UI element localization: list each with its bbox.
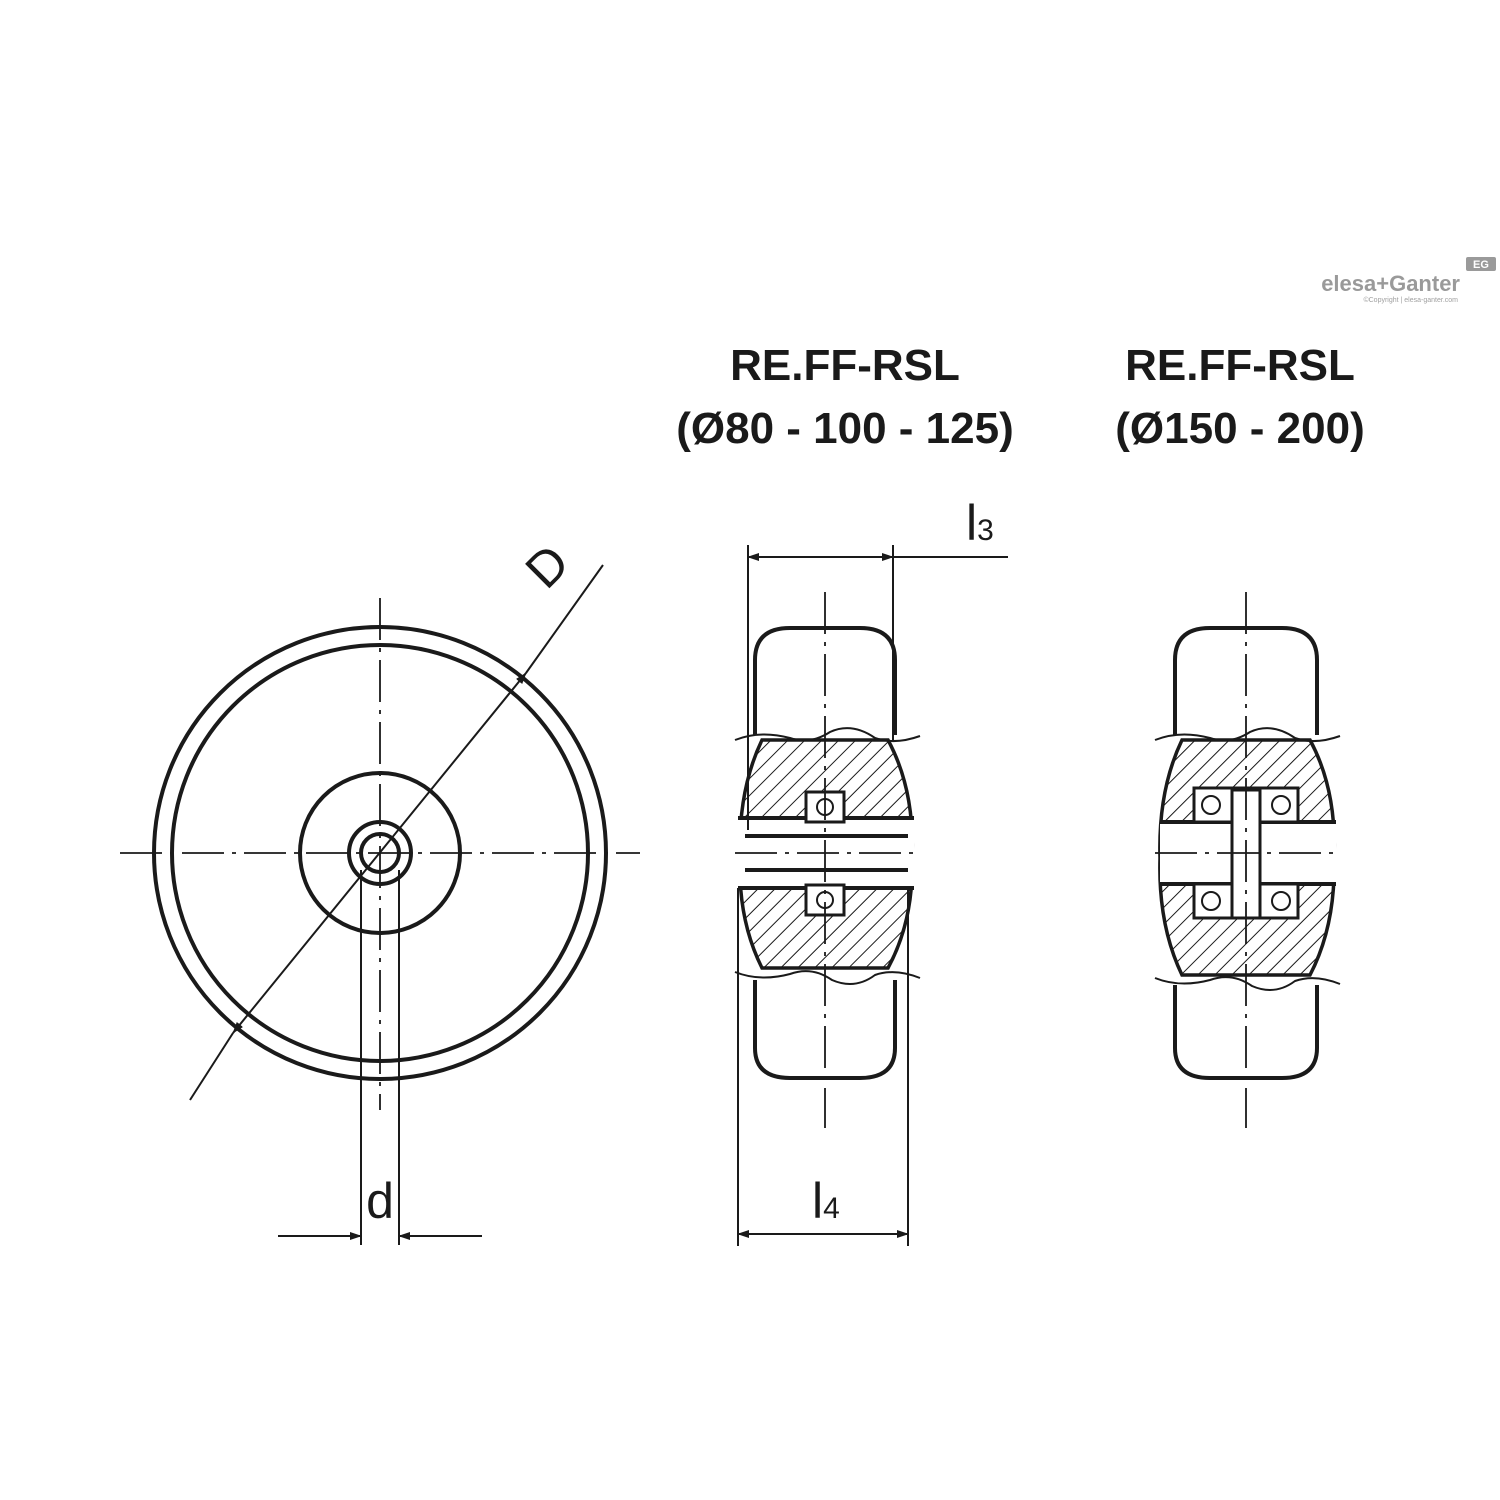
logo-badge-text: EG — [1473, 259, 1489, 271]
small-tire-break-bottom — [734, 970, 921, 985]
dimension-label-d: d — [366, 1173, 394, 1229]
dimension-label-l4: l4 — [812, 1173, 840, 1229]
large-bearing-bottom-ball-left — [1201, 891, 1221, 911]
small-wheel-title-line2: (Ø80 - 100 - 125) — [676, 404, 1014, 453]
diameter-line-ext-bottom — [189, 1032, 234, 1101]
dimension-label-D: D — [515, 534, 580, 599]
large-tire-break-bottom — [1154, 976, 1341, 991]
logo-copyright: ©Copyright | elesa-ganter.com — [1363, 296, 1458, 304]
large-bearing-top-ball-right — [1271, 795, 1291, 815]
front-view: d D — [120, 534, 640, 1245]
large-bearing-top-ball-left — [1201, 795, 1221, 815]
large-wheel-title-line2: (Ø150 - 200) — [1115, 404, 1364, 453]
small-bearing-bottom — [804, 883, 846, 917]
logo-brand-text: elesa+Ganter — [1321, 271, 1460, 296]
side-view-large-wheel — [1154, 592, 1341, 1128]
brand-logo: elesa+Ganter EG ©Copyright | elesa-gante… — [1321, 257, 1496, 304]
dimension-label-l3: l3 — [966, 495, 994, 551]
diameter-line — [232, 672, 527, 1034]
diameter-line-ext-top — [525, 564, 604, 674]
large-wheel-title-line1: RE.FF-RSL — [1125, 341, 1355, 390]
logo-badge-box — [1466, 257, 1496, 271]
large-bearing-bottom-ball-right — [1271, 891, 1291, 911]
side-view-small-wheel: l3 l4 — [734, 495, 1008, 1246]
small-wheel-title-line1: RE.FF-RSL — [730, 341, 960, 390]
